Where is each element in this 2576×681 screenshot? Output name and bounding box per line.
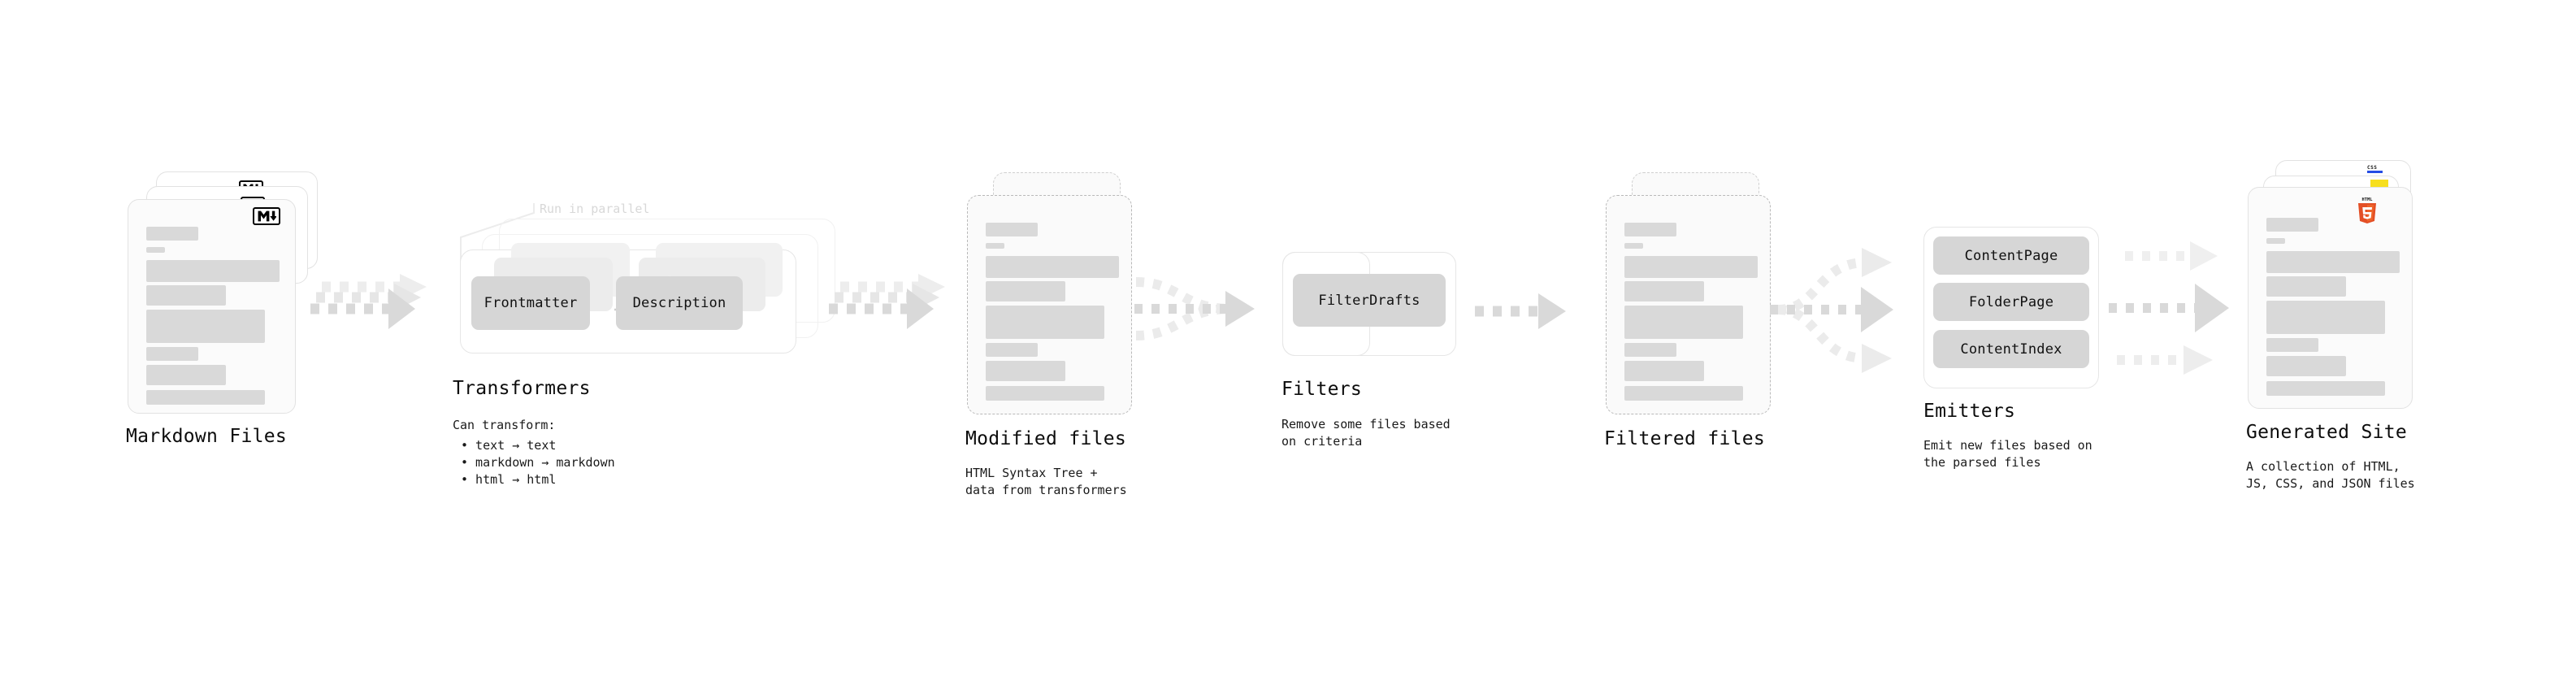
skeleton-line <box>986 243 1004 249</box>
transformers-subtitle: Can transform: <box>453 418 556 432</box>
skeleton-line <box>1624 386 1743 401</box>
skeleton-line <box>986 361 1065 381</box>
skeleton-line <box>2266 381 2385 396</box>
skeleton-line <box>1624 281 1704 301</box>
markdown-icon <box>253 207 280 225</box>
run-in-parallel-label: Run in parallel <box>540 202 650 216</box>
skeleton-line <box>2266 251 2400 273</box>
filters-subtitle: Remove some files based on criteria <box>1281 417 1451 449</box>
connector-filters-to-filtered <box>1475 293 1589 341</box>
skeleton-line <box>2266 218 2318 232</box>
skeleton-line <box>1624 306 1743 339</box>
stage-title-modified-files: Modified files <box>965 428 1127 449</box>
skeleton-line <box>986 306 1104 339</box>
skeleton-line <box>2266 338 2318 352</box>
run-in-parallel-bracket <box>460 203 535 263</box>
modified-file-card-front <box>967 195 1132 414</box>
skeleton-line <box>146 227 198 241</box>
emitters-subtitle: Emit new files based on the parsed files <box>1923 438 2092 470</box>
filter-pill-filterdrafts[interactable]: FilterDrafts <box>1293 274 1446 327</box>
skeleton-line <box>146 247 165 253</box>
skeleton-line <box>1624 343 1676 357</box>
stage-title-filtered-files: Filtered files <box>1604 428 1766 449</box>
skeleton-line <box>146 365 226 385</box>
stage-title-markdown-files: Markdown Files <box>126 426 288 447</box>
skeleton-line <box>1624 223 1676 236</box>
emitter-pill-contentpage[interactable]: ContentPage <box>1933 236 2089 275</box>
skeleton-line <box>986 343 1038 357</box>
skeleton-line <box>1624 256 1758 278</box>
skeleton-line <box>1624 361 1704 381</box>
skeleton-line <box>986 223 1038 236</box>
skeleton-line <box>2266 356 2346 376</box>
skeleton-line <box>986 256 1119 278</box>
skeleton-line <box>1624 243 1643 249</box>
svg-text:HTML: HTML <box>2362 197 2374 202</box>
site-file-card-front <box>2248 187 2413 409</box>
transformer-pill-frontmatter[interactable]: Frontmatter <box>471 276 590 330</box>
css3-icon: CSS <box>2367 165 2383 173</box>
emitter-pill-contentindex[interactable]: ContentIndex <box>1933 330 2089 368</box>
skeleton-line <box>146 390 265 405</box>
connector-transformers-to-modified <box>829 271 967 344</box>
skeleton-line <box>146 310 265 343</box>
modified-files-subtitle: HTML Syntax Tree + data from transformer… <box>965 466 1127 497</box>
skeleton-line <box>146 347 198 361</box>
skeleton-line <box>986 386 1104 401</box>
connector-emitters-to-site <box>2109 232 2263 386</box>
emitter-pill-folderpage[interactable]: FolderPage <box>1933 283 2089 321</box>
filters-group-box-front <box>1282 252 1456 356</box>
stage-title-generated-site: Generated Site <box>2246 422 2408 443</box>
stage-title-filters: Filters <box>1281 379 1363 400</box>
skeleton-line <box>146 260 280 282</box>
html5-icon: HTML <box>2356 196 2379 223</box>
transformer-pill-description[interactable]: Description <box>616 276 743 330</box>
stage-title-transformers: Transformers <box>453 378 591 399</box>
transformers-bullets: • text → text • markdown → markdown • ht… <box>461 438 615 487</box>
connector-markdown-to-transformers <box>310 271 449 344</box>
filtered-file-card-front <box>1606 195 1771 414</box>
markdown-file-card-front <box>128 199 296 414</box>
stage-title-emitters: Emitters <box>1923 401 2016 422</box>
skeleton-line <box>2266 301 2385 334</box>
skeleton-line <box>2266 276 2346 297</box>
skeleton-line <box>986 281 1065 301</box>
connector-filtered-to-emitters <box>1770 238 1924 384</box>
connector-modified-to-filters <box>1134 271 1281 352</box>
skeleton-line <box>2266 238 2285 244</box>
generated-site-subtitle: A collection of HTML, JS, CSS, and JSON … <box>2246 459 2415 491</box>
skeleton-line <box>146 285 226 306</box>
